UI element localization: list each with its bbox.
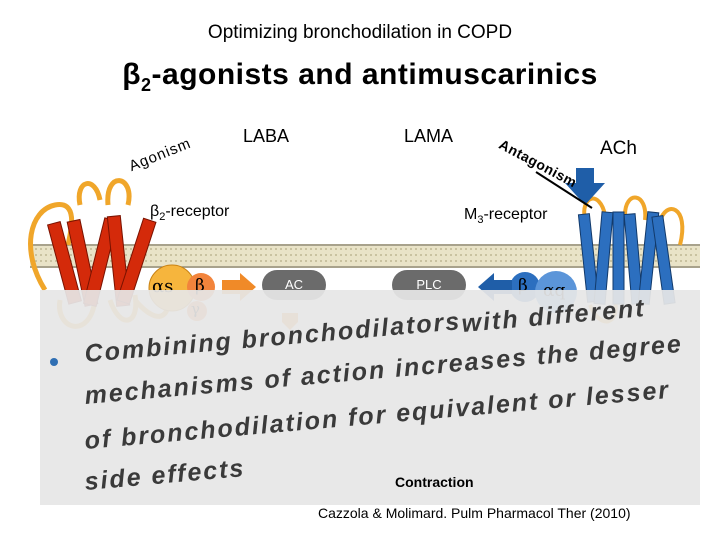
m3-suffix: -receptor [483, 206, 547, 223]
lama-label: LAMA [404, 126, 453, 147]
citation: Cazzola & Molimard. Pulm Pharmacol Ther … [318, 505, 631, 521]
bullet-dot-icon [50, 358, 58, 366]
ach-label: ACh [600, 138, 637, 160]
m3-receptor-label: M3-receptor [464, 206, 547, 226]
b2-prefix: β [150, 203, 159, 220]
b2-suffix: -receptor [165, 203, 229, 220]
b2-receptor-label: β2-receptor [150, 203, 229, 223]
m3-prefix: M [464, 206, 477, 223]
contraction-label: Contraction [395, 474, 474, 490]
laba-label: LABA [243, 126, 289, 147]
